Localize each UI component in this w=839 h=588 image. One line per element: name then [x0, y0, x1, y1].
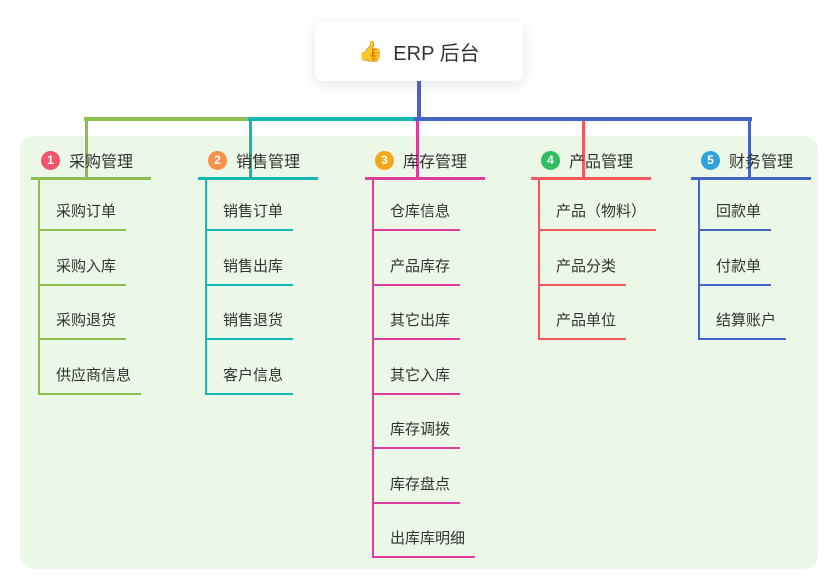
- branch-underline-5: [691, 177, 811, 180]
- connector-children-5: [698, 180, 700, 340]
- connector-children-4: [538, 180, 540, 340]
- child-node[interactable]: 付款单: [698, 254, 772, 286]
- branch-label: 库存管理: [403, 154, 468, 171]
- child-node[interactable]: 仓库信息: [372, 199, 461, 231]
- branch-badge-2: 2: [208, 150, 227, 170]
- connector-branch-5: [748, 117, 751, 178]
- mindmap-panel: [20, 136, 818, 569]
- connector-bus-segment-1: [84, 117, 252, 121]
- branch-label: 产品管理: [569, 154, 634, 171]
- root-label: ERP 后台: [393, 43, 480, 65]
- child-node[interactable]: 回款单: [698, 199, 772, 231]
- child-node[interactable]: 采购退货: [38, 308, 127, 340]
- child-node[interactable]: 其它入库: [372, 363, 461, 395]
- branch-header-4[interactable]: 4 产品管理: [541, 149, 633, 171]
- child-node[interactable]: 产品库存: [372, 254, 461, 286]
- thumbs-up-icon: 👍: [358, 40, 384, 63]
- branch-header-1[interactable]: 1 采购管理: [41, 149, 133, 171]
- branch-label: 销售管理: [236, 154, 301, 171]
- branch-badge-1: 1: [41, 150, 60, 170]
- child-node[interactable]: 采购入库: [38, 254, 127, 286]
- child-node[interactable]: 产品（物料）: [538, 199, 657, 231]
- child-node[interactable]: 库存调拨: [372, 417, 461, 449]
- child-node[interactable]: 出库库明细: [372, 526, 476, 558]
- child-node[interactable]: 销售退货: [205, 308, 294, 340]
- branch-underline-2: [198, 177, 318, 180]
- branch-badge-3: 3: [375, 150, 394, 170]
- child-node[interactable]: 产品单位: [538, 308, 627, 340]
- root-node[interactable]: 👍 ERP 后台: [315, 22, 523, 81]
- branch-header-5[interactable]: 5 财务管理: [701, 149, 793, 171]
- branch-header-3[interactable]: 3 库存管理: [375, 149, 467, 171]
- connector-branch-4: [582, 117, 585, 178]
- branch-badge-5: 5: [701, 150, 720, 170]
- connector-branch-1: [85, 117, 88, 178]
- branch-header-2[interactable]: 2 销售管理: [208, 149, 300, 171]
- child-node[interactable]: 其它出库: [372, 308, 461, 340]
- child-node[interactable]: 结算账户: [698, 308, 787, 340]
- connector-children-2: [205, 180, 207, 395]
- branch-underline-4: [531, 177, 651, 180]
- branch-underline-1: [31, 177, 151, 180]
- branch-underline-3: [365, 177, 485, 180]
- child-node[interactable]: 销售出库: [205, 254, 294, 286]
- branch-label: 财务管理: [729, 154, 794, 171]
- connector-children-3: [372, 180, 374, 558]
- child-node[interactable]: 供应商信息: [38, 363, 142, 395]
- connector-branch-3: [416, 117, 419, 178]
- child-node[interactable]: 库存盘点: [372, 472, 461, 504]
- connector-bus-segment-2: [248, 117, 419, 121]
- connector-children-1: [38, 180, 40, 395]
- branch-badge-4: 4: [541, 150, 560, 170]
- child-node[interactable]: 客户信息: [205, 363, 294, 395]
- branch-label: 采购管理: [69, 154, 134, 171]
- connector-bus-segment-3: [414, 117, 752, 121]
- connector-root: [417, 80, 421, 121]
- connector-branch-2: [249, 117, 252, 178]
- child-node[interactable]: 采购订单: [38, 199, 127, 231]
- child-node[interactable]: 销售订单: [205, 199, 294, 231]
- child-node[interactable]: 产品分类: [538, 254, 627, 286]
